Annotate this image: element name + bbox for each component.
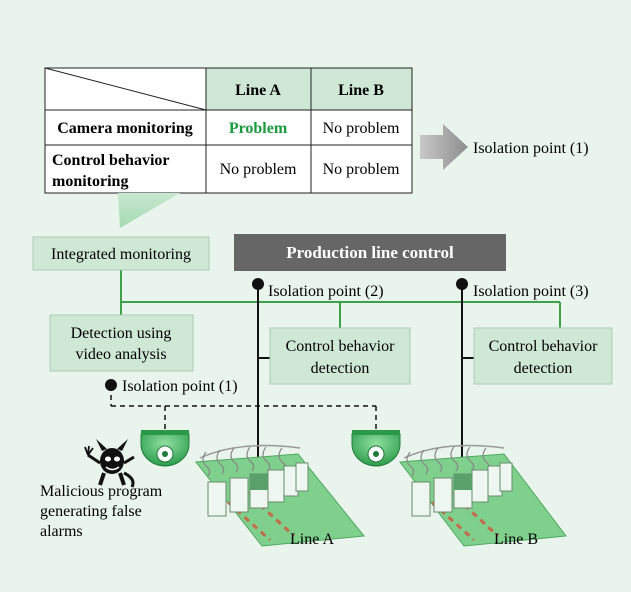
row-camera-line-a: Problem [229, 120, 288, 137]
row-camera-line-b: No problem [323, 120, 400, 137]
control-detection-a-box: Control behavior detection [269, 327, 411, 385]
status-table: Line A Line B Camera monitoring Problem … [44, 67, 413, 194]
line-a-label: Line A [290, 531, 334, 548]
table-grid [44, 67, 413, 194]
header-cell-line-a [206, 68, 311, 110]
network-lines [120, 270, 561, 328]
isolation-point-2-marker [252, 278, 264, 290]
camera-icon [140, 430, 190, 467]
devil-icon [84, 439, 135, 488]
isolation-point-1-marker [105, 379, 117, 391]
control-detection-b-line1: Control behavior [489, 338, 599, 355]
detection-video-line2: video analysis [75, 346, 166, 363]
production-line-a-illustration [195, 444, 365, 547]
malicious-line3: alarms [40, 523, 83, 540]
callout-pointer [118, 193, 180, 228]
control-detection-a-line1: Control behavior [286, 338, 396, 355]
row-camera-label: Camera monitoring [57, 120, 193, 137]
header-line-b: Line B [338, 82, 384, 99]
detection-video-line1: Detection using [71, 325, 172, 342]
control-detection-a-line2: detection [311, 360, 370, 377]
row-control-label-1: Control behavior [52, 152, 169, 169]
integrated-monitoring-label: Integrated monitoring [51, 246, 191, 263]
detection-video-box: Detection using video analysis [49, 314, 194, 372]
isolation-point-3-label: Isolation point (3) [473, 283, 589, 300]
isolation-point-1-label: Isolation point (1) [122, 378, 238, 395]
isolation-point-3-marker [456, 278, 468, 290]
isolation-lines [257, 284, 474, 458]
header-line-a: Line A [235, 82, 281, 99]
row-control-line-b: No problem [323, 161, 400, 178]
isolation-point-2-label: Isolation point (2) [268, 283, 384, 300]
integrated-monitoring-box: Integrated monitoring [32, 236, 210, 271]
row-control-line-a: No problem [220, 161, 297, 178]
row-control-label-2: monitoring [52, 173, 128, 190]
gray-arrow-icon [420, 124, 468, 170]
malicious-line1: Malicious program [40, 483, 163, 500]
malicious-line2: generating false [40, 503, 142, 520]
production-line-control-label: Production line control [286, 243, 454, 262]
line-b-label: Line B [494, 531, 538, 548]
control-detection-b-line2: detection [514, 360, 573, 377]
control-detection-b-box: Control behavior detection [473, 327, 613, 385]
production-line-b-illustration [399, 444, 567, 547]
header-cell-line-b [311, 68, 412, 110]
camera-icon [351, 430, 401, 467]
production-line-control-box: Production line control [234, 234, 506, 271]
arrow-isolation-label: Isolation point (1) [473, 140, 589, 157]
